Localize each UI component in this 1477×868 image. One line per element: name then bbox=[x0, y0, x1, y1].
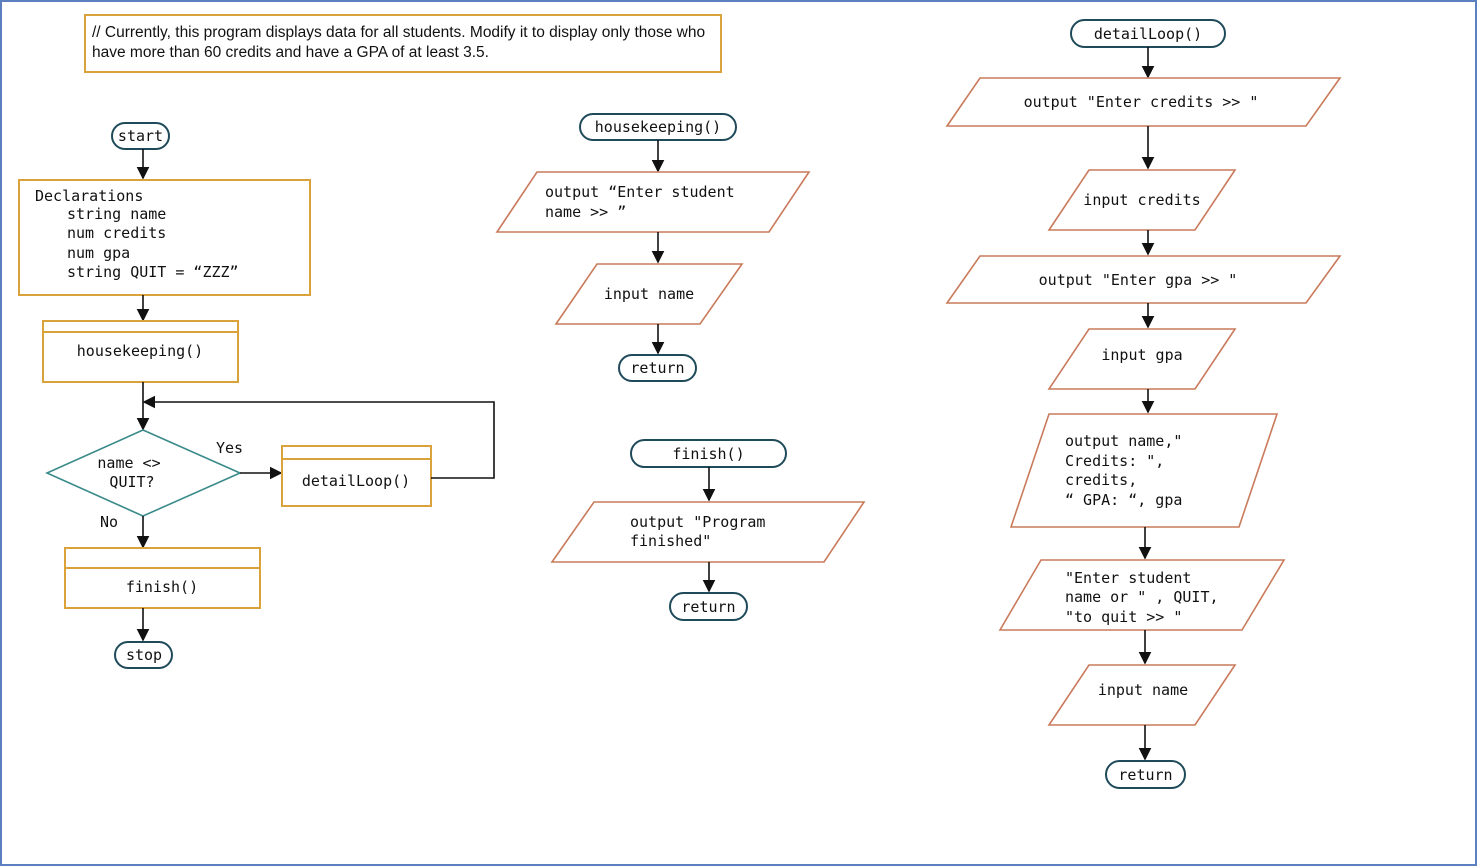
output-credits-label: output "Enter credits >> " bbox=[1024, 93, 1259, 111]
finish-call-label: finish() bbox=[126, 578, 198, 596]
input-name-label: input name bbox=[1098, 681, 1188, 699]
stop-terminal bbox=[114, 641, 173, 669]
housekeeping-call-label: housekeeping() bbox=[77, 342, 203, 360]
output-record-line-3: credits, bbox=[1065, 471, 1137, 489]
input-credits bbox=[1047, 169, 1237, 231]
finish-output-line-1: output "Program bbox=[630, 513, 765, 531]
name-prompt bbox=[998, 559, 1286, 631]
detail-return: return bbox=[1118, 766, 1172, 784]
housekeeping-input-label: input name bbox=[604, 285, 694, 303]
detail-loop-flowchart: detailLoop() output "Enter credits >> " … bbox=[945, 19, 1342, 789]
housekeeping-call-box: housekeeping() bbox=[42, 320, 239, 383]
declaration-gpa: num gpa bbox=[67, 244, 130, 262]
housekeeping-title: housekeeping() bbox=[595, 118, 721, 136]
housekeeping-return-terminal bbox=[618, 354, 697, 382]
no-label: No bbox=[100, 513, 118, 531]
housekeeping-output-line-2: name >> ” bbox=[545, 203, 626, 221]
output-gpa-label: output "Enter gpa >> " bbox=[1039, 271, 1238, 289]
finish-title: finish() bbox=[672, 445, 744, 463]
output-record-line-4: “ GPA: “, gpa bbox=[1065, 491, 1182, 509]
declarations-heading: Declarations bbox=[35, 187, 143, 205]
finish-return-terminal bbox=[669, 592, 748, 621]
name-prompt-line-3: "to quit >> " bbox=[1065, 608, 1182, 626]
housekeeping-flowchart: housekeeping() output “Enter student nam… bbox=[495, 113, 811, 382]
detail-title: detailLoop() bbox=[1094, 25, 1202, 43]
output-record-line-1: output name," bbox=[1065, 432, 1182, 450]
decision-line-2: QUIT? bbox=[109, 473, 154, 491]
declaration-name: string name bbox=[67, 205, 166, 223]
detail-return-terminal bbox=[1105, 760, 1186, 789]
finish-call-box: finish() bbox=[64, 547, 261, 609]
output-record-line-2: Credits: ", bbox=[1065, 452, 1164, 470]
declaration-quit: string QUIT = “ZZZ” bbox=[67, 263, 239, 281]
detail-call-label: detailLoop() bbox=[302, 472, 410, 490]
note-line-2: have more than 60 credits and have a GPA… bbox=[92, 44, 489, 61]
input-gpa bbox=[1047, 328, 1237, 390]
finish-output bbox=[550, 501, 866, 563]
housekeeping-input bbox=[554, 263, 744, 325]
output-record bbox=[1009, 413, 1279, 528]
declarations-box bbox=[18, 179, 311, 296]
finish-return: return bbox=[681, 598, 735, 616]
name-prompt-line-1: "Enter student bbox=[1065, 569, 1191, 587]
declaration-credits: num credits bbox=[67, 224, 166, 242]
housekeeping-output-line-1: output “Enter student bbox=[545, 183, 735, 201]
output-credits-prompt bbox=[945, 77, 1342, 127]
main-flowchart: start Declarations string name num credi… bbox=[18, 122, 495, 669]
finish-flowchart: finish() output "Program finished" retur… bbox=[550, 439, 866, 621]
input-credits-label: input credits bbox=[1083, 191, 1200, 209]
note-line-1: // Currently, this program displays data… bbox=[92, 24, 705, 41]
start-label: start bbox=[118, 127, 163, 145]
input-gpa-label: input gpa bbox=[1101, 346, 1182, 364]
name-prompt-line-2: name or " , QUIT, bbox=[1065, 588, 1219, 606]
decision-line-1: name <> bbox=[97, 454, 160, 472]
input-name bbox=[1047, 664, 1237, 726]
yes-label: Yes bbox=[216, 439, 243, 457]
detail-call-box: detailLoop() bbox=[281, 445, 432, 507]
finish-output-line-2: finished" bbox=[630, 532, 711, 550]
instruction-note: // Currently, this program displays data… bbox=[84, 14, 722, 73]
housekeeping-return: return bbox=[630, 359, 684, 377]
stop-label: stop bbox=[126, 646, 162, 664]
output-gpa-prompt bbox=[945, 255, 1342, 304]
housekeeping-output bbox=[495, 171, 811, 233]
start-terminal bbox=[111, 122, 170, 150]
